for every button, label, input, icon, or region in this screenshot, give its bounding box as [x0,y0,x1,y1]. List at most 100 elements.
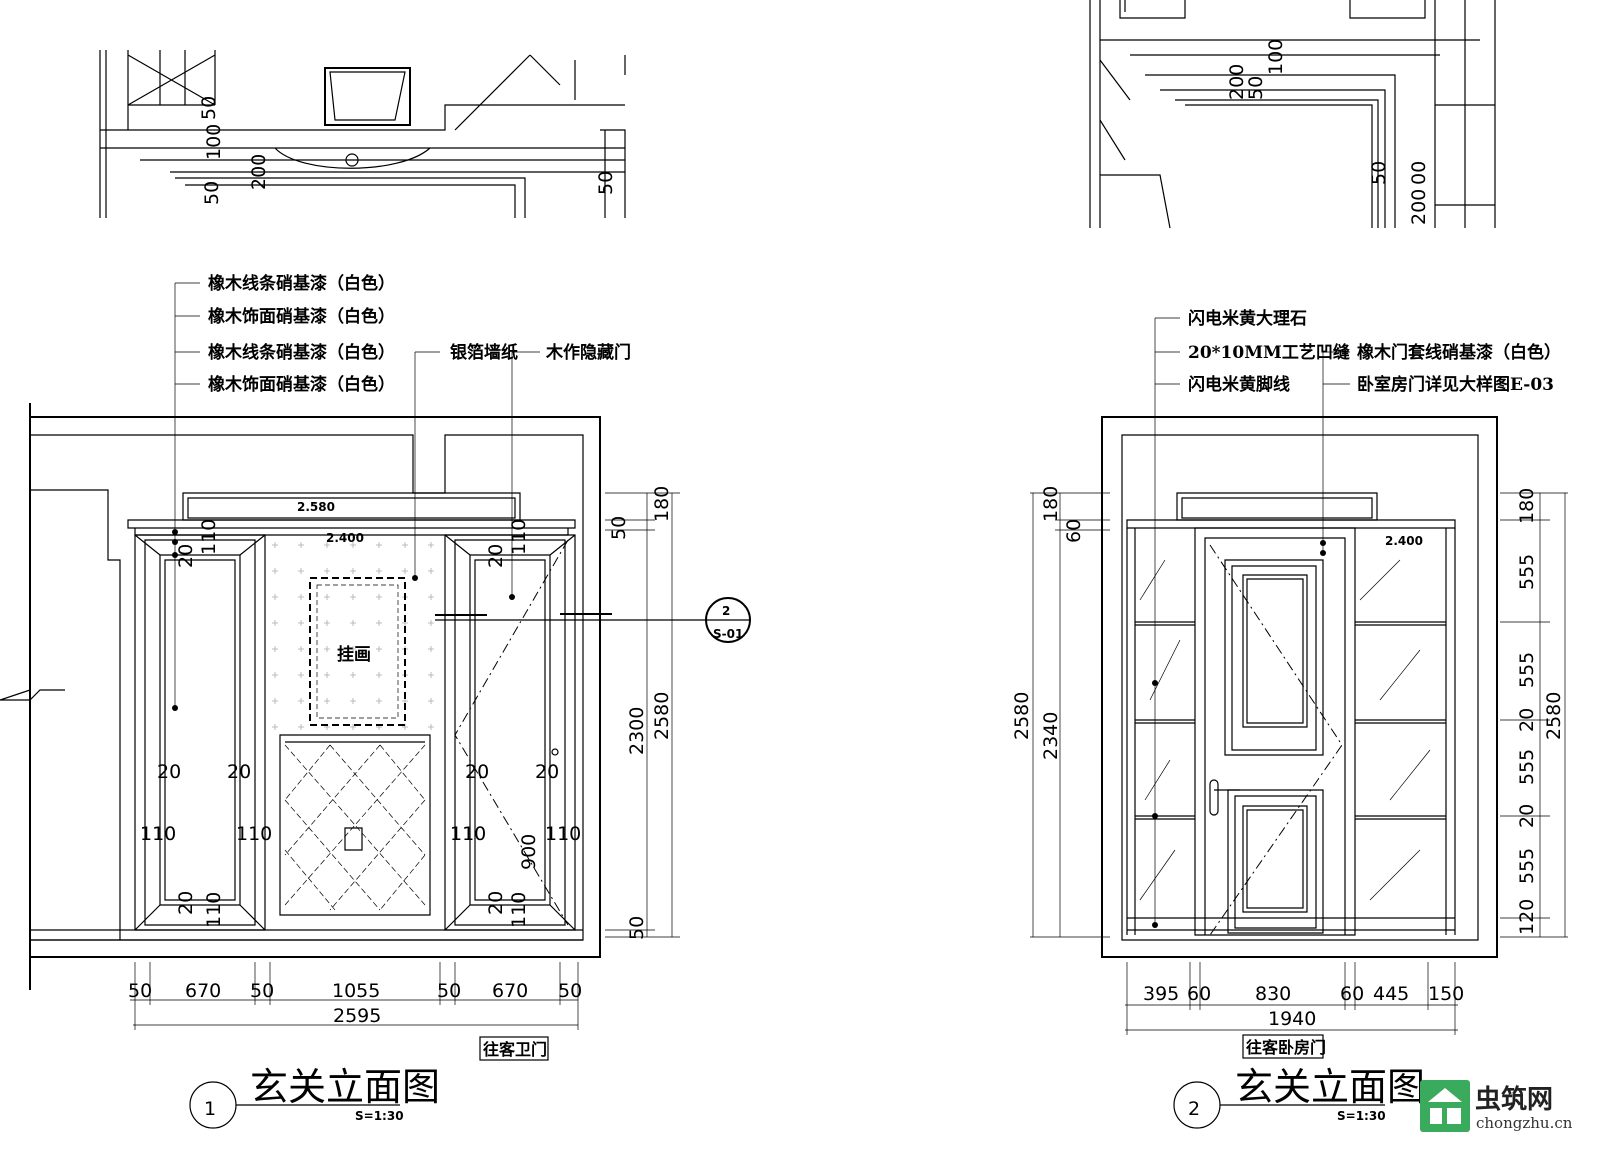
wallpaper-mark [272,672,278,678]
wallpaper-mark [350,698,356,704]
wallpaper-mark [350,646,356,652]
wallpaper-mark [428,698,434,704]
wallpaper-mark [350,724,356,730]
material-label: 橡木门套线硝基漆（白色） [1357,342,1561,363]
material-label: 闪电米黄脚线 [1188,374,1290,395]
wallpaper-pattern [272,542,434,730]
wallpaper-mark [376,542,382,548]
wallpaper-mark [428,724,434,730]
wallpaper-mark [428,568,434,574]
plan-dim: 50 [1368,161,1390,185]
wallpaper-mark [376,698,382,704]
wallpaper-mark [376,568,382,574]
plan-dim: 200 [1408,189,1430,225]
dimension-label: 110 [198,519,220,555]
dimension-label: 670 [185,980,221,1002]
dimension-label: 1055 [332,980,380,1002]
dimension-label: 555 [1516,554,1538,590]
dimension-label: 20 [175,544,197,568]
level-mark: 2.400 [1385,534,1423,548]
dimension-label: 2580 [1011,692,1033,740]
material-label: 橡木线条硝基漆（白色） [208,342,395,363]
section-marker[interactable]: 2 S-01 [705,597,751,643]
wallpaper-mark [350,542,356,548]
plan-dim: 50 [1245,76,1267,100]
dimension-label: 60 [1063,519,1085,543]
dimension-label: 20 [535,761,559,783]
dimension-label: 2340 [1040,712,1062,760]
dimension-label: chongzhu.cn [1476,1114,1573,1132]
elevation-2: 2.400 闪电米黄大理石 20*10MM工艺凹缝 闪电米黄脚线 橡木门套线硝基… [1011,308,1568,1129]
dimension-label: 20 [175,891,197,915]
wallpaper-mark [350,672,356,678]
plan-right: 200 100 50 50 00 200 [1089,0,1496,229]
elevation-1: 挂画 2 S-01 2.580 2.400 橡木线条硝基漆（白色） 橡木饰面硝基… [0,273,751,1129]
dimension-label: 110 [236,823,272,845]
dimension-label: 50 [250,980,274,1002]
wallpaper-mark [298,724,304,730]
dimension-label: 110 [545,823,581,845]
wallpaper-mark [298,646,304,652]
wallpaper-mark [272,724,278,730]
dimension-label: 虫筑网 [1475,1084,1553,1115]
dimension-label: 120 [1516,899,1538,935]
wallpaper-mark [324,594,330,600]
drawing-title: 玄关立面图 [1235,1065,1425,1109]
plan-dim: 100 [203,124,225,160]
dimension-label: 50 [128,980,152,1002]
wallpaper-mark [428,646,434,652]
plan-left: 50 100 200 50 50 [99,50,626,218]
dimension-label: 395 [1143,983,1179,1005]
dimension-label: 110 [508,892,530,928]
dimension-label: 20 [157,761,181,783]
wallpaper-mark [324,620,330,626]
dimension-label: 2580 [1543,692,1565,740]
wallpaper-mark [272,594,278,600]
dimension-label: 180 [651,486,673,522]
drawing-tag: 往客卧房门 [1246,1038,1326,1057]
wallpaper-mark [272,620,278,626]
dimension-label: 150 [1428,983,1464,1005]
wallpaper-mark [272,646,278,652]
material-label: 银箔墙纸 [450,342,518,363]
plan-dim: 00 [1408,161,1430,185]
material-label: 木作隐藏门 [545,342,631,363]
wallpaper-mark [298,620,304,626]
wallpaper-mark [350,568,356,574]
wallpaper-mark [324,568,330,574]
wallpaper-mark [324,646,330,652]
wallpaper-mark [376,620,382,626]
drawing-index: 2 [1188,1098,1200,1120]
dimension-label: S-01 [713,627,743,641]
wallpaper-mark [298,672,304,678]
dimension-label: 2595 [333,1005,381,1027]
wallpaper-mark [402,542,408,548]
wallpaper-mark [272,568,278,574]
dimension-label: 110 [450,823,486,845]
dimension-label: 670 [492,980,528,1002]
wallpaper-mark [428,542,434,548]
plan-dim: 50 [198,96,220,120]
drawing-scale: S=1:30 [355,1109,404,1123]
material-label: 卧室房门详见大样图E-03 [1357,374,1554,395]
dimension-label: 20 [1516,804,1538,828]
plan-dim: 200 [1226,64,1248,100]
material-label: 橡木线条硝基漆（白色） [208,273,395,294]
dimension-label: 60 [1187,983,1211,1005]
dimension-label: 900 [518,834,540,870]
dimension-label: 110 [140,823,176,845]
level-mark: 2.400 [326,531,364,545]
dimension-label: 830 [1255,983,1291,1005]
wallpaper-mark [428,672,434,678]
dimension-label: 555 [1516,749,1538,785]
material-label: 20*10MM工艺凹缝 [1188,342,1350,363]
material-label: 橡木饰面硝基漆（白色） [208,306,395,327]
plan-dim: 50 [201,181,223,205]
plan-dim: 200 [248,154,270,190]
wallpaper-mark [298,698,304,704]
dimension-label: 50 [558,980,582,1002]
dimension-label: 20 [485,544,507,568]
material-label: 橡木饰面硝基漆（白色） [208,374,395,395]
dimension-label: 20 [1516,708,1538,732]
